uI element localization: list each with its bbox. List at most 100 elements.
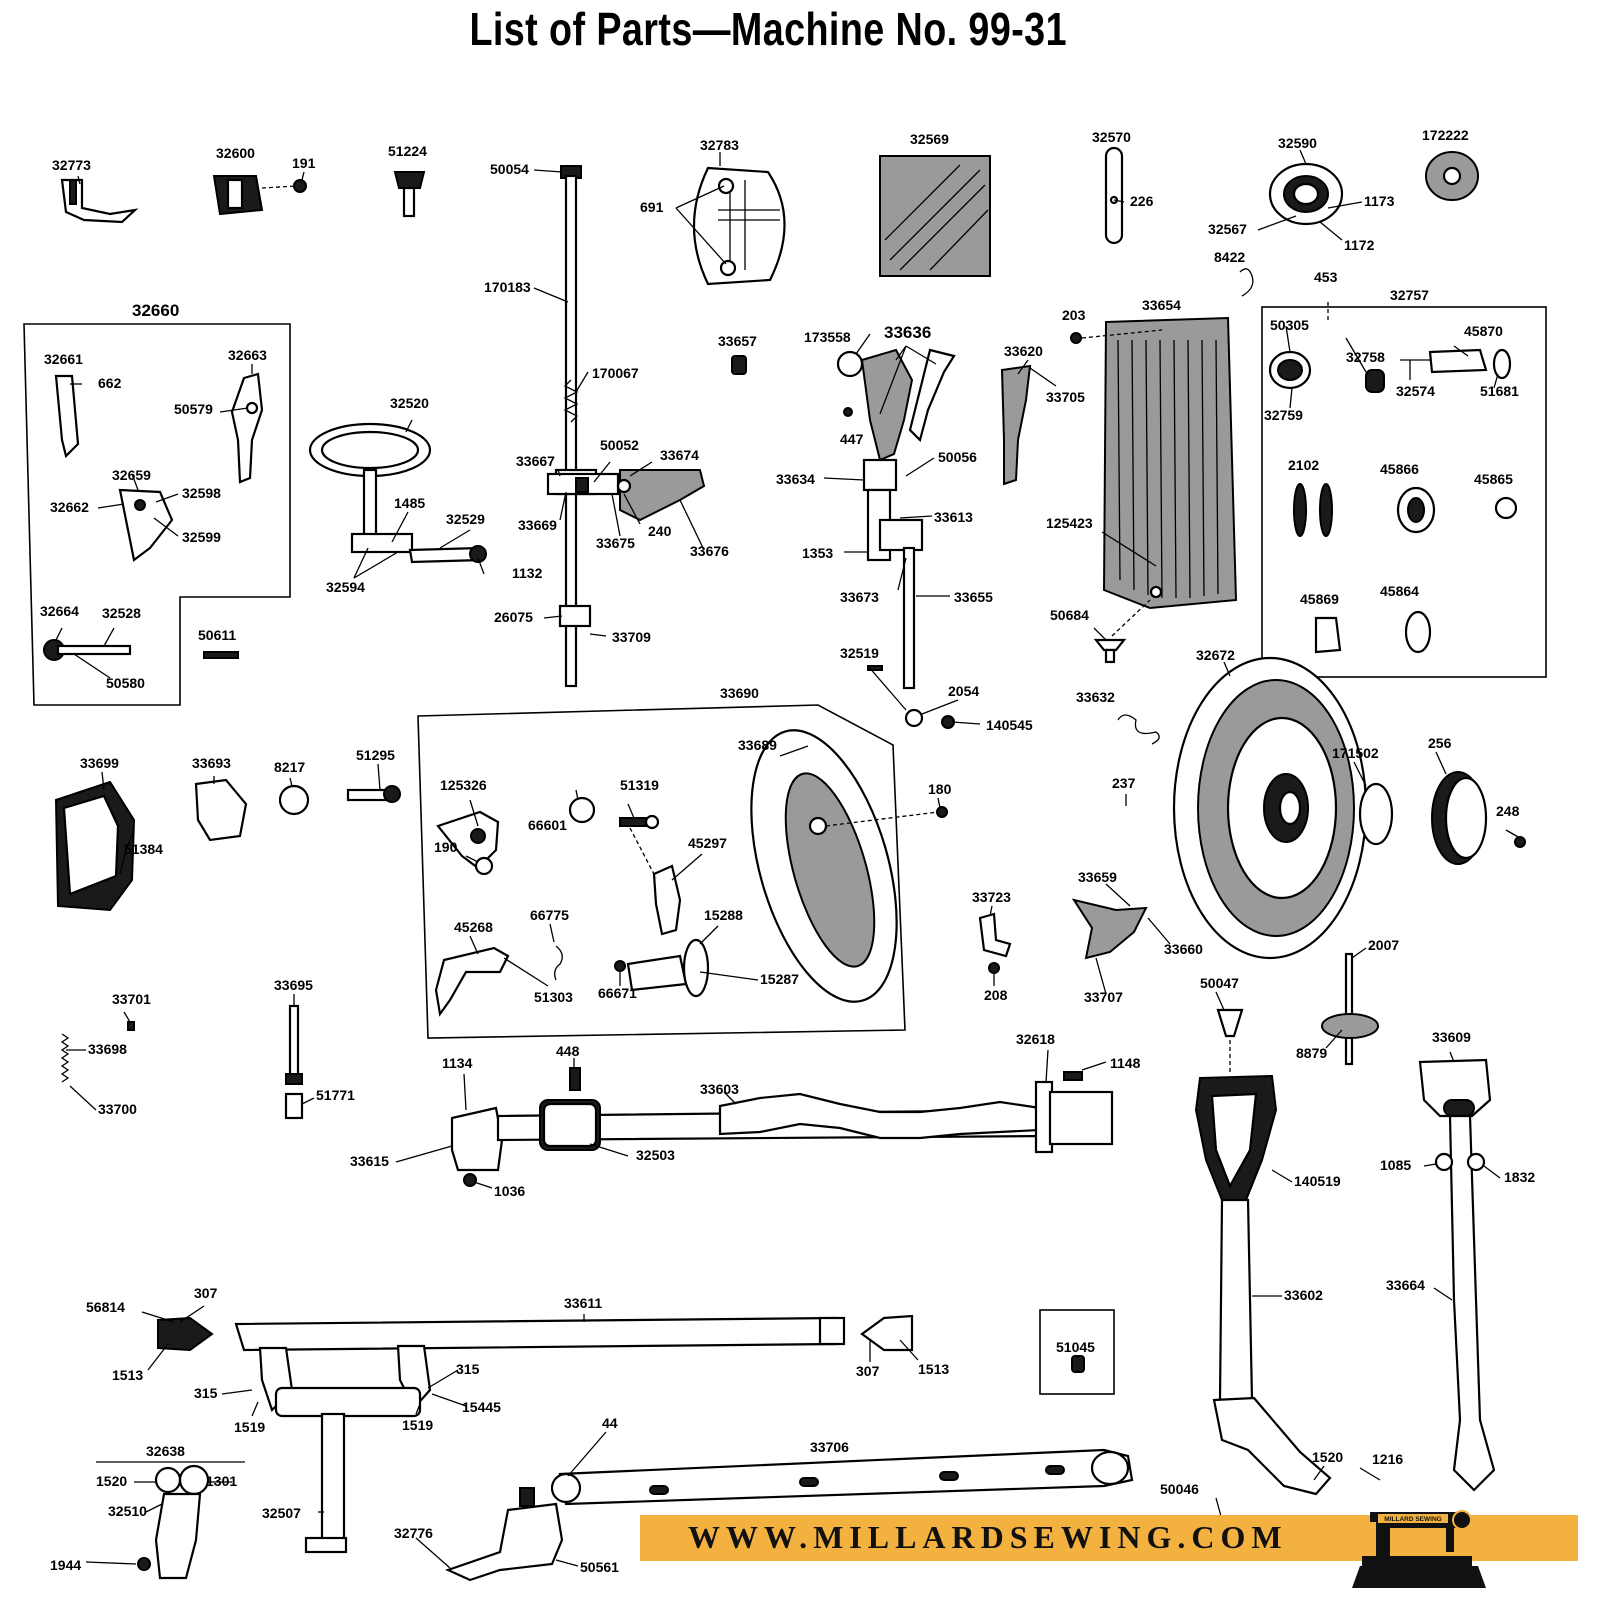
screw-1513 [860, 1314, 914, 1352]
part-label: 50684 [1050, 607, 1089, 623]
presser-bar-50054 [554, 165, 598, 688]
part-label: 1132 [512, 565, 543, 581]
part-label: 33611 [564, 1295, 602, 1311]
group-box-32660 [23, 323, 291, 706]
part-label: 33707 [1084, 989, 1123, 1005]
part-label: 45869 [1300, 591, 1339, 607]
part-label: 1832 [1504, 1169, 1535, 1185]
knob-256 [1431, 771, 1488, 865]
part-label: 662 [98, 375, 122, 391]
thread-guide-32600 [212, 175, 307, 216]
part-label: 33609 [1432, 1029, 1471, 1045]
part-label: 51295 [356, 747, 395, 763]
part-label: 51045 [1056, 1339, 1095, 1355]
connecting-rod-33602 [1194, 1008, 1332, 1496]
part-label: 32664 [40, 603, 79, 619]
connecting-rod-33664 [1418, 1058, 1496, 1492]
plate-33659 [1071, 898, 1148, 960]
part-label: 33667 [516, 453, 555, 469]
pin-50611 [203, 651, 239, 659]
part-label: 32600 [216, 145, 255, 161]
feed-assembly-32659 [118, 488, 174, 562]
part-label: 448 [556, 1043, 580, 1059]
group-box-32757 [1261, 306, 1547, 678]
part-label: 32507 [262, 1505, 301, 1521]
part-label: 256 [1428, 735, 1452, 751]
slide-plate-32569 [879, 155, 991, 277]
part-label: 1519 [402, 1417, 433, 1433]
ring-66601 [568, 796, 596, 824]
part-label: 1944 [50, 1557, 81, 1573]
part-label: 66671 [598, 985, 637, 1001]
part-label: 50054 [490, 161, 529, 177]
part-label: 32510 [108, 1503, 147, 1519]
watermark-url: WWW.MILLARDSEWING.COM [688, 1519, 1288, 1555]
ring-171502 [1358, 782, 1394, 846]
group-box-33690 [417, 704, 906, 1039]
part-label: 1353 [802, 545, 833, 561]
part-label: 1519 [234, 1419, 265, 1435]
part-label: 32590 [1278, 135, 1317, 151]
part-label: 33669 [518, 517, 557, 533]
thread-stand-32520 [308, 422, 487, 564]
part-label: 2102 [1288, 457, 1319, 473]
lever-45268 [434, 946, 510, 1017]
part-label: 33673 [840, 589, 879, 605]
part-label: 8879 [1296, 1045, 1327, 1061]
part-label: 45297 [688, 835, 727, 851]
part-label: 1485 [394, 495, 425, 511]
part-label: 33603 [700, 1081, 739, 1097]
part-label: 32659 [112, 467, 151, 483]
hand-wheel-32672 [1172, 656, 1368, 960]
bracket-33723 [978, 912, 1012, 974]
part-label: 33655 [954, 589, 993, 605]
part-label: 315 [456, 1361, 480, 1377]
part-label: 191 [292, 155, 316, 171]
part-label: 44 [602, 1415, 618, 1431]
part-label: 33706 [810, 1439, 849, 1455]
spring-33632 [1117, 714, 1160, 745]
part-label: 1172 [1344, 237, 1375, 253]
part-label: 33676 [690, 543, 729, 559]
part-label: 56814 [86, 1299, 125, 1315]
part-label: 33695 [274, 977, 313, 993]
rock-shaft-33611 [234, 1316, 846, 1554]
part-label: 32758 [1346, 349, 1385, 365]
face-plate-33654 [1070, 316, 1238, 664]
stud-51295 [346, 785, 401, 803]
part-label: 50047 [1200, 975, 1239, 991]
part-label: 32663 [228, 347, 267, 363]
part-label: 171502 [1332, 745, 1379, 761]
part-label: 50052 [600, 437, 639, 453]
group-label-33690: 33690 [720, 685, 759, 701]
part-label: 33705 [1046, 389, 1085, 405]
part-label: 1513 [112, 1367, 143, 1383]
thumb-screw-51224 [393, 171, 426, 218]
feed-bar-32661 [54, 374, 80, 459]
part-label: 125326 [440, 777, 487, 793]
part-label: 32773 [52, 157, 91, 173]
part-label: 32519 [840, 645, 879, 661]
part-label: 1216 [1372, 1451, 1403, 1467]
part-label: 15445 [462, 1399, 501, 1415]
part-label: 33699 [80, 755, 119, 771]
part-label: 50580 [106, 675, 145, 691]
group-label-32638: 32638 [146, 1443, 185, 1459]
lever-assembly-45297 [614, 814, 710, 998]
bobbin-case-32590 [1268, 162, 1344, 226]
group-label-32757: 32757 [1390, 287, 1429, 303]
part-label: 1301 [206, 1473, 237, 1489]
spring-8422 [1239, 268, 1254, 297]
part-label: 33701 [112, 991, 151, 1007]
part-label: 32570 [1092, 129, 1131, 145]
part-label: 51681 [1480, 383, 1519, 399]
part-label: 45864 [1380, 583, 1419, 599]
part-label: 33602 [1284, 1287, 1323, 1303]
part-label: 203 [1062, 307, 1086, 323]
part-label: 2054 [948, 683, 979, 699]
screw-56814 [157, 1316, 214, 1352]
part-label: 33654 [1142, 297, 1181, 313]
part-label: 33723 [972, 889, 1011, 905]
part-label: 33675 [596, 535, 635, 551]
part-label: 691 [640, 199, 664, 215]
